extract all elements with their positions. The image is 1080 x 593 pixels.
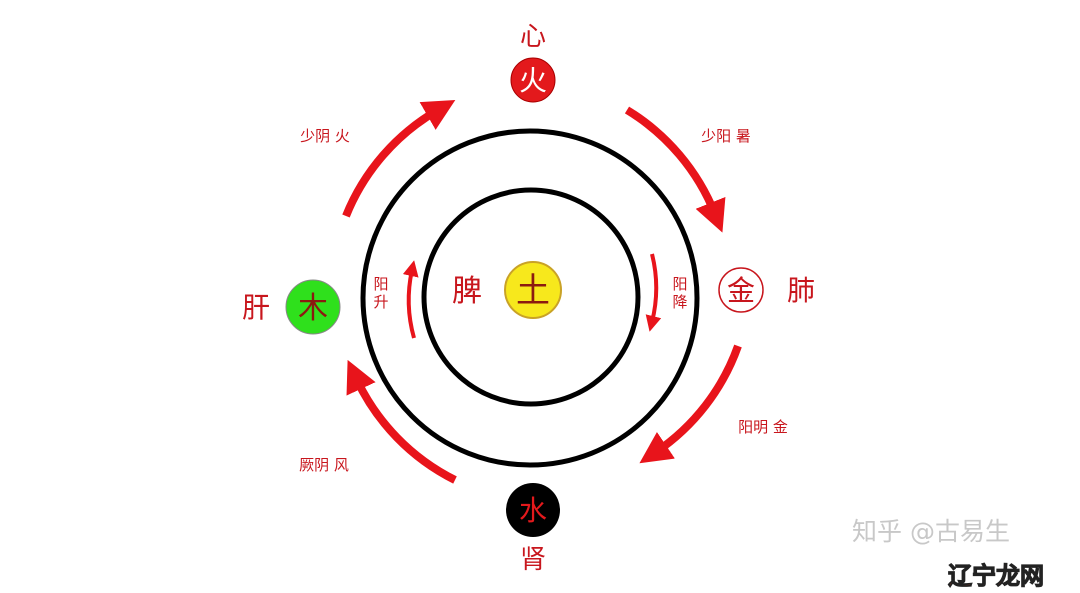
- earth-circle: [504, 261, 562, 319]
- fire-circle: [510, 57, 556, 103]
- arrow-bottom-right: [639, 344, 742, 464]
- lung-label: 肺: [787, 274, 815, 307]
- zhihu-watermark: 知乎 @古易生: [852, 517, 1010, 546]
- label-yangming-metal: 阳明 金: [738, 418, 788, 436]
- label-yang-descend-1: 阳: [672, 275, 687, 293]
- metal-circle: [718, 267, 764, 313]
- arrow-top-left: [342, 99, 456, 218]
- fire-element: 火: [519, 64, 547, 97]
- site-logo: 辽宁龙网: [948, 562, 1044, 590]
- kidney-label: 肾: [520, 545, 546, 575]
- water-circle: [506, 483, 560, 537]
- earth-element: 土: [516, 271, 550, 311]
- arrow-top-right: [624, 106, 726, 233]
- water-element: 水: [519, 494, 547, 527]
- label-jueyin-wind: 厥阴 风: [299, 456, 349, 474]
- heart-label: 心: [520, 22, 546, 52]
- arrow-yang-rise: [402, 260, 419, 339]
- label-yang-descend-2: 降: [672, 293, 687, 311]
- arrow-bottom-left: [346, 359, 457, 484]
- liver-label: 肝: [242, 291, 270, 324]
- arrow-yang-descend: [645, 253, 662, 332]
- label-shaoyang-heat: 少阳 暑: [701, 127, 751, 145]
- inner-ring: [421, 187, 641, 407]
- spleen-label: 脾: [452, 274, 482, 309]
- outer-ring: [360, 128, 700, 468]
- label-yang-rise-1: 阳: [373, 275, 388, 293]
- metal-element: 金: [727, 274, 755, 307]
- label-shaoyin-fire: 少阴 火: [300, 127, 350, 145]
- wood-element: 木: [298, 291, 328, 326]
- wood-circle: [285, 279, 341, 335]
- label-yang-rise-2: 升: [373, 293, 388, 311]
